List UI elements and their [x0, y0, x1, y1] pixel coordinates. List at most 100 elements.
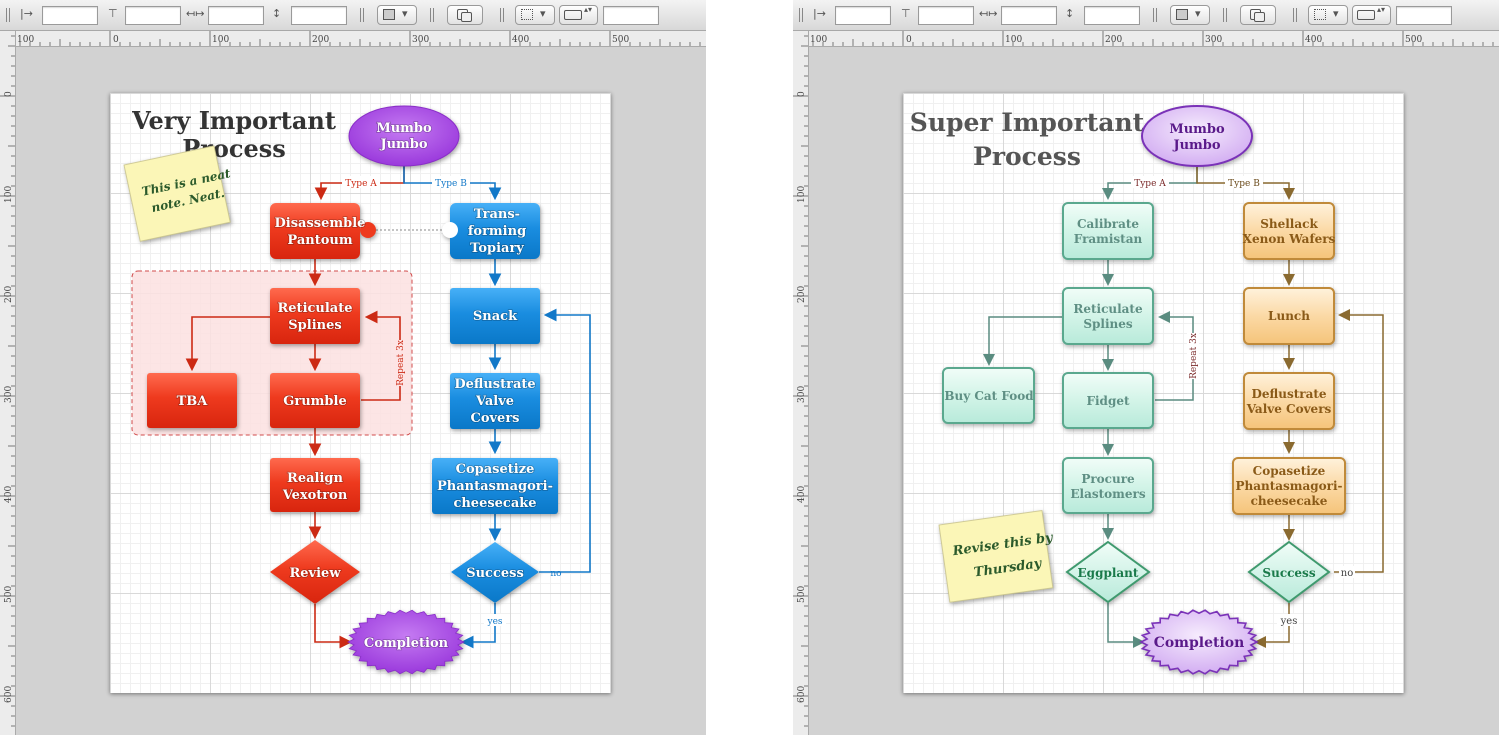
- process-snack[interactable]: [450, 288, 540, 344]
- left-offset-icon: |→: [813, 7, 826, 20]
- process-tba[interactable]: [147, 373, 237, 428]
- shadow-style-dropdown[interactable]: ▾: [1170, 5, 1210, 25]
- x-position-field[interactable]: [42, 6, 98, 25]
- width-field[interactable]: [208, 6, 264, 25]
- repeat-label: Repeat 3x: [1189, 333, 1199, 379]
- top-offset-icon: ⊤: [901, 7, 911, 20]
- start-node[interactable]: [1141, 105, 1253, 167]
- process-deflustrate[interactable]: [1243, 372, 1335, 430]
- left-document-window: |→ ⊤ ↤↦ ↕ ▾ ▾ ▴▾ 100 0 100 200 300 400 5…: [0, 0, 706, 735]
- height-field[interactable]: [291, 6, 347, 25]
- process-buy-cat-food[interactable]: [942, 367, 1035, 424]
- process-copasetize[interactable]: [1232, 457, 1346, 515]
- decision-review[interactable]: [270, 540, 360, 604]
- diagram-page[interactable]: Super Important Process Revise this by T…: [903, 93, 1404, 693]
- duplicate-icon-back: [461, 12, 472, 22]
- process-reticulate[interactable]: [1062, 287, 1154, 345]
- shadow-icon: [1176, 9, 1188, 20]
- process-transforming[interactable]: [450, 203, 540, 259]
- process-lunch[interactable]: [1243, 287, 1335, 345]
- process-shellack[interactable]: [1243, 202, 1335, 260]
- sticky-note[interactable]: This is a neat note. Neat.: [123, 143, 244, 242]
- ruler-label: 0: [906, 35, 912, 45]
- canvas-area[interactable]: Very Important Process This is a neat no…: [16, 47, 706, 735]
- stroke-style-dropdown[interactable]: ▾: [1308, 5, 1348, 25]
- ruler-label: 400: [797, 486, 807, 503]
- left-offset-icon: |→: [20, 7, 33, 20]
- type-b-label: Type B: [1228, 179, 1260, 189]
- ruler-ticks: 100 0 100 200 300 400 500: [802, 31, 1494, 46]
- ruler-ticks: 100 0 100 200 300 400 500: [9, 31, 701, 46]
- vertical-ruler[interactable]: 0 100 200 300 400 500 600: [793, 31, 809, 735]
- decision-eggplant[interactable]: [1065, 540, 1151, 604]
- type-b-label: Type B: [435, 179, 467, 189]
- dropdown-arrow-icon: ▾: [540, 7, 546, 20]
- note-paper: [938, 510, 1054, 603]
- shadow-style-dropdown[interactable]: ▾: [377, 5, 417, 25]
- process-copasetize[interactable]: [432, 458, 558, 514]
- width-icon: ↤↦: [979, 7, 998, 20]
- ruler-label: 500: [1405, 35, 1422, 45]
- toolbar-separator: [500, 8, 504, 22]
- process-grumble[interactable]: [270, 373, 360, 428]
- value-field[interactable]: [1396, 6, 1452, 25]
- toolbar-separator: [1153, 8, 1157, 22]
- process-reticulate[interactable]: [270, 288, 360, 344]
- yes-label: yes: [486, 617, 502, 627]
- end-node-completion[interactable]: [1139, 609, 1259, 675]
- start-node[interactable]: [348, 105, 460, 167]
- canvas-area[interactable]: Super Important Process Revise this by T…: [809, 47, 1499, 735]
- diagram-title-line1: Very Important: [131, 106, 336, 135]
- x-position-field[interactable]: [835, 6, 891, 25]
- process-deflustrate[interactable]: [450, 373, 540, 429]
- process-fidget[interactable]: [1062, 372, 1154, 429]
- connector: [1107, 603, 1145, 648]
- horizontal-ruler[interactable]: 100 0 100 200 300 400 500: [793, 31, 1499, 47]
- shape-stepper[interactable]: ▴▾: [559, 5, 598, 25]
- process-disassemble-tab: [360, 222, 376, 238]
- value-field[interactable]: [603, 6, 659, 25]
- duplicate-button[interactable]: [1240, 5, 1276, 25]
- sticky-note[interactable]: Revise this by Thursday: [938, 509, 1064, 603]
- ruler-label: 400: [512, 35, 529, 45]
- shadow-icon: [383, 9, 395, 20]
- process-procure[interactable]: [1062, 457, 1154, 514]
- ruler-label: 300: [4, 386, 14, 403]
- shape-stepper[interactable]: ▴▾: [1352, 5, 1391, 25]
- connector: [185, 316, 270, 372]
- snack-label: Snack: [473, 309, 518, 324]
- success-label: Success: [466, 566, 524, 581]
- no-label: no: [1341, 568, 1353, 579]
- ruler-label: 0: [113, 35, 119, 45]
- no-label: no: [550, 569, 561, 579]
- process-calibrate[interactable]: [1062, 202, 1154, 260]
- stepper-arrows-icon[interactable]: ▴▾: [1377, 5, 1386, 14]
- process-disassemble[interactable]: [270, 203, 360, 259]
- duplicate-button[interactable]: [447, 5, 483, 25]
- decision-success[interactable]: [1247, 540, 1331, 604]
- end-node-completion[interactable]: [347, 609, 465, 675]
- tba-label: TBA: [177, 394, 209, 409]
- diagram-page[interactable]: Very Important Process This is a neat no…: [110, 93, 611, 693]
- label-bg: [1225, 176, 1263, 188]
- ruler-label: 200: [1105, 35, 1122, 45]
- height-field[interactable]: [1084, 6, 1140, 25]
- y-position-field[interactable]: [918, 6, 974, 25]
- ruler-label: 500: [612, 35, 629, 45]
- decision-success[interactable]: [451, 542, 539, 603]
- process-realign[interactable]: [270, 458, 360, 512]
- label-bg: [484, 614, 506, 626]
- stepper-arrows-icon[interactable]: ▴▾: [584, 5, 593, 14]
- horizontal-ruler[interactable]: 100 0 100 200 300 400 500: [0, 31, 706, 47]
- label-bg: [1339, 566, 1355, 578]
- stroke-style-dropdown[interactable]: ▾: [515, 5, 555, 25]
- vertical-ruler[interactable]: 0 100 200 300 400 500 600: [0, 31, 16, 735]
- y-position-field[interactable]: [125, 6, 181, 25]
- connector: [314, 604, 353, 649]
- width-field[interactable]: [1001, 6, 1057, 25]
